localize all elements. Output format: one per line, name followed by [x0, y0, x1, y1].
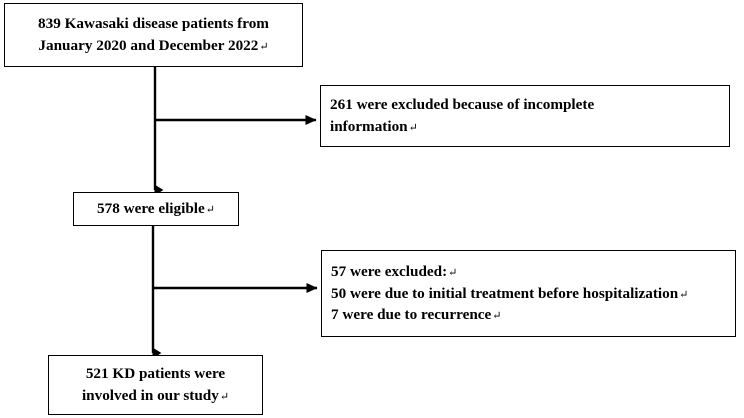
node-final-line-2: involved in our study↵	[81, 387, 230, 404]
node-excluded-incomplete-information: 261 were excluded because of incomplete …	[320, 85, 730, 147]
node-excluded-2-line-1: 57 were excluded:↵	[331, 263, 458, 281]
node-excluded-1-line-2: information↵	[330, 118, 418, 135]
carriage-return-icon: ↵	[408, 122, 418, 134]
node-eligible-patients: 578 were eligible↵	[73, 192, 239, 226]
node-final-line-1: 521 KD patients were	[85, 365, 226, 383]
node-excluded-2-line-2: 50 were due to initial treatment before …	[331, 284, 689, 302]
carriage-return-icon: ↵	[259, 41, 269, 53]
node-eligible-line-1: 578 were eligible↵	[97, 200, 215, 218]
node-excluded-1-line-1: 261 were excluded because of incomplete	[330, 96, 595, 114]
carriage-return-icon: ↵	[219, 391, 230, 403]
node-excluded-2-line-3: 7 were due to recurrence↵	[331, 306, 502, 324]
node-final-study-population: 521 KD patients were involved in our stu…	[48, 355, 263, 415]
carriage-return-icon: ↵	[205, 204, 215, 217]
node-enrolled-line-2: January 2020 and December 2022↵	[38, 37, 269, 54]
node-excluded-treatment-and-recurrence: 57 were excluded:↵ 50 were due to initia…	[321, 250, 736, 337]
carriage-return-icon: ↵	[492, 310, 502, 323]
node-enrolled-patients: 839 Kawasaki disease patients from Janua…	[4, 3, 303, 67]
carriage-return-icon: ↵	[679, 288, 689, 301]
carriage-return-icon: ↵	[448, 267, 458, 280]
node-enrolled-line-1: 839 Kawasaki disease patients from	[38, 15, 269, 33]
